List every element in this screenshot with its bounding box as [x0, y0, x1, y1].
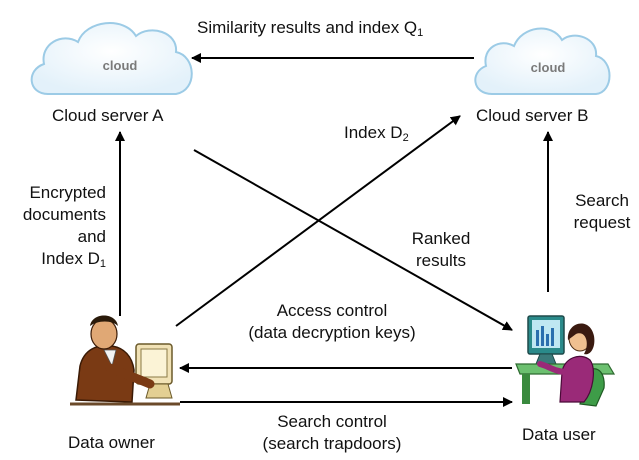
data-user-label: Data user	[522, 425, 596, 444]
data-owner-label: Data owner	[68, 433, 155, 452]
documents-line: documents	[22, 205, 106, 224]
index-d2-subscript: 2	[402, 132, 409, 144]
similarity-results-subscript: 1	[417, 27, 424, 39]
index-d2-text: Index D	[344, 123, 403, 142]
results-line: results	[415, 251, 467, 270]
cloud-server-a-label: Cloud server A	[52, 106, 164, 125]
cloud-a-icon-text: cloud	[103, 58, 138, 73]
cloud-server-b-label: Cloud server B	[476, 106, 589, 125]
index-d1-text: Index D	[41, 249, 100, 268]
request-line: request	[573, 213, 631, 232]
arrow-ranked-results	[193, 149, 513, 331]
cloud-server-a-icon: cloud	[30, 22, 193, 95]
data-user-icon	[515, 315, 616, 407]
index-d1-line: Index D1	[8, 248, 106, 272]
cloud-b-icon-text: cloud	[531, 60, 566, 75]
data-decryption-keys-line: (data decryption keys)	[248, 323, 416, 342]
access-control-label: Access control (data decryption keys)	[212, 300, 452, 344]
ranked-line: Ranked	[411, 229, 471, 248]
encrypted-documents-label: Encrypted documents and Index D1	[8, 182, 106, 272]
and-line: and	[77, 227, 106, 246]
access-control-line: Access control	[276, 301, 388, 320]
search-line: Search	[575, 191, 629, 210]
data-owner-icon	[70, 315, 180, 406]
encrypted-line: Encrypted	[29, 183, 106, 202]
search-trapdoors-line: (search trapdoors)	[262, 434, 402, 453]
search-control-line: Search control	[277, 412, 387, 431]
index-d2-label: Index D2	[344, 122, 409, 146]
search-control-label: Search control (search trapdoors)	[232, 411, 432, 455]
similarity-results-text: Similarity results and index Q	[197, 18, 418, 37]
similarity-results-label: Similarity results and index Q1	[197, 17, 423, 41]
search-request-label: Search request	[562, 190, 639, 234]
index-d1-subscript: 1	[99, 258, 106, 270]
ranked-results-label: Ranked results	[396, 228, 486, 272]
cloud-server-b-icon: cloud	[474, 27, 611, 95]
